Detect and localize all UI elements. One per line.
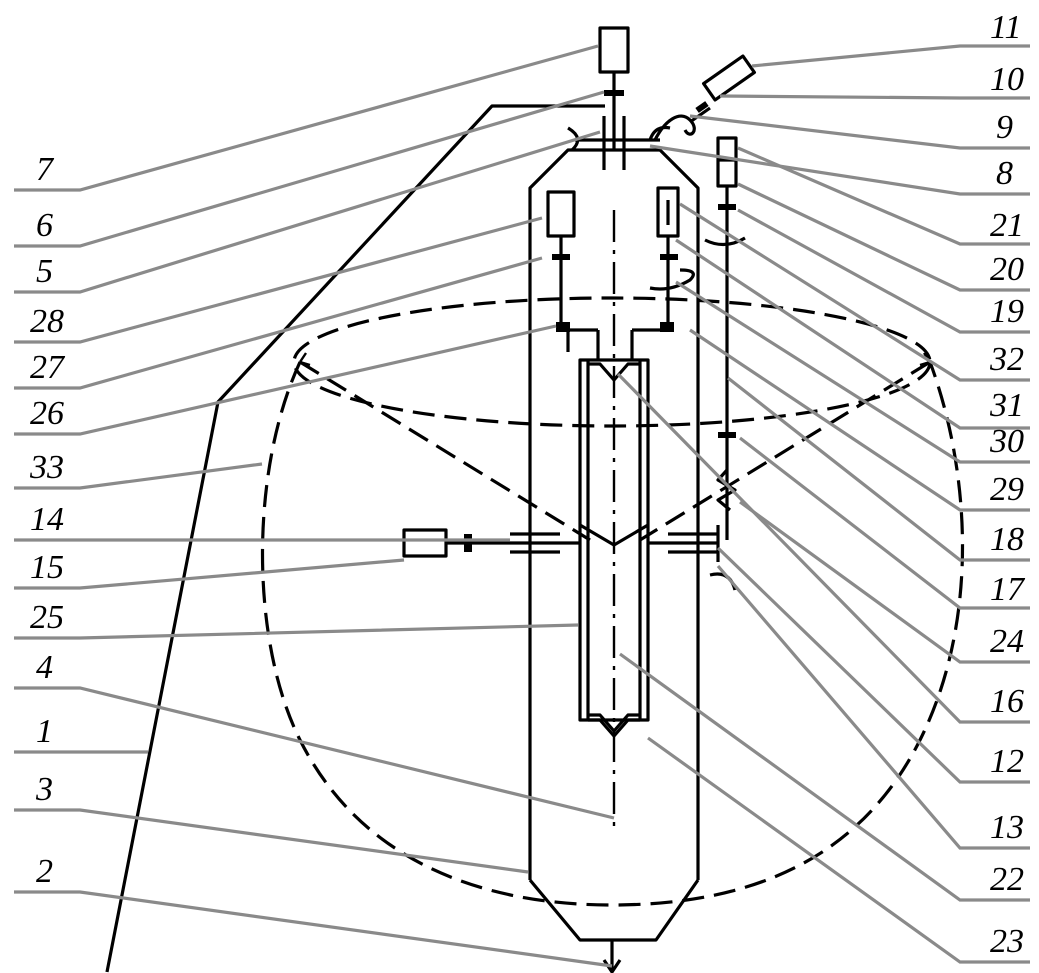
label-3: 3 <box>35 771 53 808</box>
label-31: 31 <box>989 387 1024 424</box>
label-11: 11 <box>990 9 1021 46</box>
label-4: 4 <box>36 649 53 686</box>
label-25: 25 <box>30 599 64 636</box>
frame-outline <box>105 104 605 973</box>
label-14: 14 <box>30 501 64 538</box>
label-22: 22 <box>990 861 1024 898</box>
label-24: 24 <box>990 623 1024 660</box>
label-15: 15 <box>30 549 64 586</box>
right-leaders <box>616 44 1030 964</box>
right-label-group: 11 10 9 8 21 20 19 32 31 30 29 18 17 24 … <box>989 9 1026 960</box>
label-7: 7 <box>36 151 55 188</box>
label-20: 20 <box>990 251 1024 288</box>
dashed-vessel <box>260 296 965 907</box>
left-small-drive <box>546 190 576 332</box>
label-1: 1 <box>36 713 53 750</box>
label-13: 13 <box>990 809 1024 846</box>
inner-rotor <box>566 328 668 738</box>
label-9: 9 <box>996 109 1013 146</box>
label-28: 28 <box>30 303 64 340</box>
label-10: 10 <box>990 61 1024 98</box>
label-5: 5 <box>36 253 53 290</box>
label-33: 33 <box>29 449 64 486</box>
label-6: 6 <box>36 207 53 244</box>
label-18: 18 <box>990 521 1024 558</box>
label-21: 21 <box>990 207 1024 244</box>
side-motor <box>402 528 580 558</box>
label-27: 27 <box>30 349 66 386</box>
label-12: 12 <box>990 743 1024 780</box>
label-29: 29 <box>990 471 1024 508</box>
feed-unit <box>653 54 756 141</box>
label-17: 17 <box>990 571 1026 608</box>
label-19: 19 <box>990 293 1024 330</box>
label-30: 30 <box>989 423 1024 460</box>
label-26: 26 <box>30 395 64 432</box>
label-8: 8 <box>996 155 1013 192</box>
top-drive <box>567 26 671 170</box>
main-column <box>528 148 700 973</box>
left-leaders <box>14 44 615 968</box>
label-16: 16 <box>990 683 1024 720</box>
label-32: 32 <box>989 341 1024 378</box>
label-2: 2 <box>36 853 53 890</box>
right-small-drive <box>649 186 695 332</box>
label-23: 23 <box>990 923 1024 960</box>
side-bearing <box>648 525 737 591</box>
left-label-group: 7 6 5 28 27 26 33 14 15 25 4 1 3 2 <box>29 151 66 890</box>
